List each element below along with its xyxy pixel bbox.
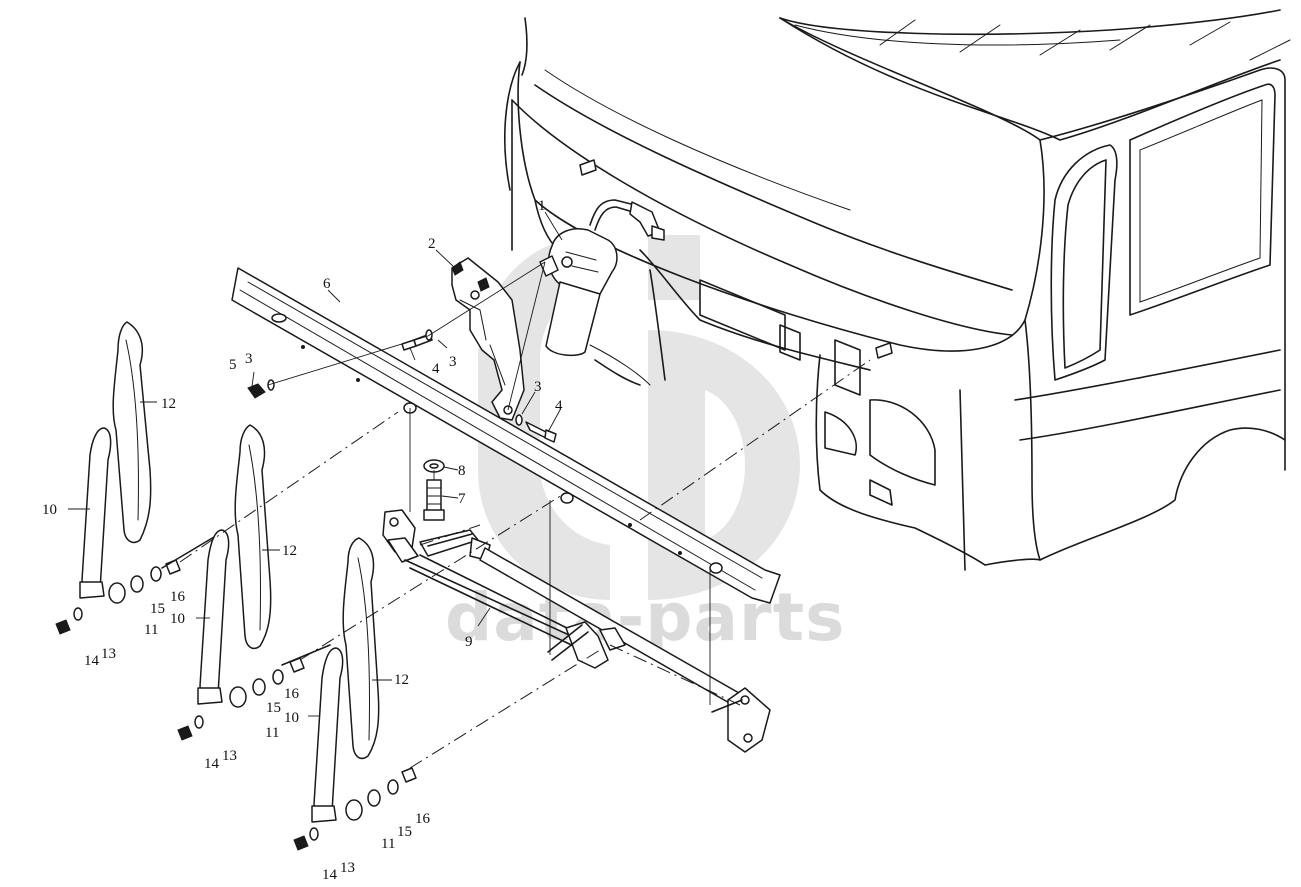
callout-15-middle: 15 [266,700,281,716]
callout-15-right: 15 [397,824,412,840]
callout-12-left: 12 [161,396,176,412]
callout-14-right: 14 [322,867,338,883]
callout-2: 2 [428,236,436,252]
wiper-cross-beam [231,267,781,604]
callout-4-left: 4 [432,361,440,377]
callout-3-middle: 3 [449,354,457,370]
callout-9: 9 [465,634,473,650]
callout-5: 5 [229,357,237,373]
callout-11-right: 11 [381,836,395,852]
callout-3-left: 3 [245,351,253,367]
fasteners [247,329,557,521]
watermark-logo [478,235,800,600]
callout-3-right: 3 [534,379,542,395]
callout-labels: 1 2 3 3 3 4 4 5 6 7 8 9 12 10 11 15 16 1… [42,198,563,883]
callout-4-right: 4 [555,398,563,414]
motor-bracket [451,257,525,421]
callout-13-left: 13 [101,646,116,662]
callout-16-right: 16 [415,811,431,827]
callout-15-left: 15 [150,601,165,617]
leader-lines [68,211,563,717]
callout-10-right: 10 [284,710,299,726]
callout-16-left: 16 [170,589,186,605]
truck-cab-outline [504,9,1291,571]
callout-6: 6 [323,276,331,292]
callout-16-middle: 16 [284,686,300,702]
callout-11-middle: 11 [265,725,279,741]
callout-13-middle: 13 [222,748,237,764]
wiper-motor [539,199,665,357]
callout-7: 7 [458,491,466,507]
callout-12-middle: 12 [282,543,297,559]
callout-10-middle: 10 [170,611,185,627]
callout-10-left: 10 [42,502,57,518]
wiper-set-right [293,537,417,851]
callout-12-right: 12 [394,672,409,688]
callout-1: 1 [538,198,546,214]
callout-8: 8 [458,463,466,479]
callout-11-left: 11 [144,622,158,638]
wiper-set-middle [177,424,305,741]
callout-14-middle: 14 [204,756,220,772]
callout-13-right: 13 [340,860,355,876]
callout-14-left: 14 [84,653,100,669]
wiper-set-left [55,321,181,635]
assembly-axis-lines [161,261,871,769]
